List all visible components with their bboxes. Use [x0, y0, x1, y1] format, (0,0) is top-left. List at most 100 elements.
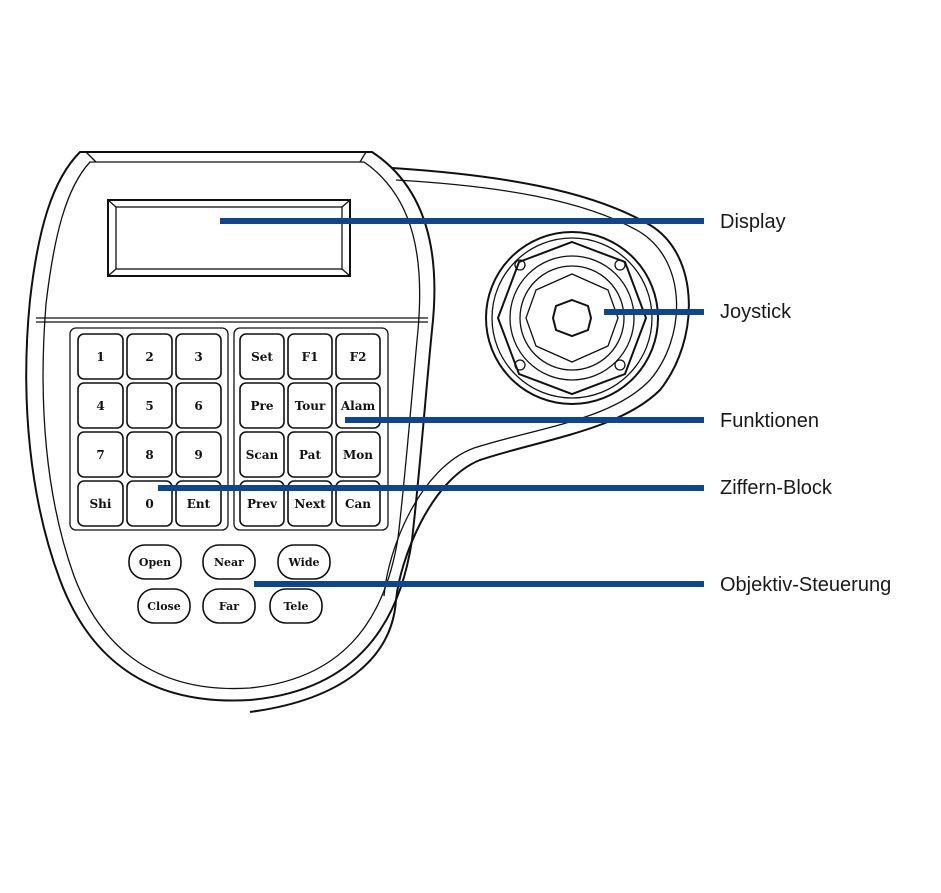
lens-key-close[interactable]: Close — [137, 588, 191, 624]
lens-key-tele[interactable]: Tele — [269, 588, 323, 624]
numeric-key-3-label: 3 — [194, 350, 202, 364]
numeric-key-2[interactable]: 2 — [126, 333, 173, 380]
function-key-set-label: Set — [251, 350, 273, 364]
numeric-key-7-label: 7 — [96, 448, 104, 462]
numeric-keypad-frame — [69, 327, 229, 531]
function-key-prev[interactable]: Prev — [239, 480, 285, 527]
numeric-key-8-label: 8 — [145, 448, 153, 462]
function-key-f2-label: F2 — [350, 350, 367, 364]
numeric-key-2-shape — [126, 333, 173, 380]
numeric-key-9[interactable]: 9 — [175, 431, 222, 478]
lens-key-far-shape — [202, 588, 256, 624]
numeric-key-5-label: 5 — [145, 399, 153, 413]
lens-key-wide-label: Wide — [287, 556, 319, 569]
numeric-key-2-label: 2 — [145, 350, 153, 364]
numeric-key-0-label: 0 — [145, 497, 153, 511]
numeric-key-ent-shape — [175, 480, 222, 527]
numeric-key-6[interactable]: 6 — [175, 382, 222, 429]
numeric-key-ent-label: Ent — [187, 497, 211, 511]
numeric-key-1-label: 1 — [96, 350, 104, 364]
numeric-key-1-shape — [77, 333, 124, 380]
numeric-key-1[interactable]: 1 — [77, 333, 124, 380]
numeric-key-6-shape — [175, 382, 222, 429]
numeric-key-8[interactable]: 8 — [126, 431, 173, 478]
function-key-f1-shape — [287, 333, 333, 380]
display-label: Display — [720, 211, 786, 233]
joystick[interactable] — [485, 231, 659, 405]
lens-key-near-label: Near — [214, 556, 244, 569]
function-key-alam-shape — [335, 382, 381, 429]
function-key-f1[interactable]: F1 — [287, 333, 333, 380]
lcd-display — [107, 199, 351, 277]
function-key-pat-shape — [287, 431, 333, 478]
numeric-key-3-shape — [175, 333, 222, 380]
numeric-key-ent[interactable]: Ent — [175, 480, 222, 527]
lens-key-close-label: Close — [147, 600, 180, 613]
function-key-can-shape — [335, 480, 381, 527]
numeric-key-shi-shape — [77, 480, 124, 527]
numeric-key-4-label: 4 — [96, 399, 104, 413]
funktionen-label: Funktionen — [720, 410, 819, 432]
function-key-scan-shape — [239, 431, 285, 478]
joystick-label: Joystick — [720, 301, 792, 323]
numeric-key-0[interactable]: 0 — [126, 480, 173, 527]
lens-key-near-shape — [202, 544, 256, 580]
numeric-key-shi[interactable]: Shi — [77, 480, 124, 527]
function-key-mon-shape — [335, 431, 381, 478]
function-key-f2-shape — [335, 333, 381, 380]
numeric-key-9-shape — [175, 431, 222, 478]
function-key-prev-shape — [239, 480, 285, 527]
numeric-key-5-shape — [126, 382, 173, 429]
function-key-can[interactable]: Can — [335, 480, 381, 527]
function-key-next-shape — [287, 480, 333, 527]
lens-key-wide[interactable]: Wide — [277, 544, 331, 580]
function-key-pre-label: Pre — [251, 399, 274, 413]
numeric-key-shi-label: Shi — [90, 497, 112, 511]
function-key-pat-label: Pat — [299, 448, 321, 462]
lens-key-tele-label: Tele — [283, 600, 308, 613]
function-key-f1-label: F1 — [302, 350, 319, 364]
numeric-key-7-shape — [77, 431, 124, 478]
lens-key-tele-shape — [269, 588, 323, 624]
function-key-pat[interactable]: Pat — [287, 431, 333, 478]
numeric-key-9-label: 9 — [194, 448, 202, 462]
numeric-key-4[interactable]: 4 — [77, 382, 124, 429]
function-key-prev-label: Prev — [247, 497, 278, 511]
lens-key-open[interactable]: Open — [128, 544, 182, 580]
function-key-tour-shape — [287, 382, 333, 429]
function-key-f2[interactable]: F2 — [335, 333, 381, 380]
controller-body — [25, 151, 690, 713]
numeric-key-3[interactable]: 3 — [175, 333, 222, 380]
function-key-alam-label: Alam — [340, 399, 376, 413]
function-key-tour[interactable]: Tour — [287, 382, 333, 429]
numeric-key-5[interactable]: 5 — [126, 382, 173, 429]
function-key-alam[interactable]: Alam — [335, 382, 381, 429]
numeric-key-8-shape — [126, 431, 173, 478]
lens-key-near[interactable]: Near — [202, 544, 256, 580]
ziffern-block-label: Ziffern-Block — [720, 477, 833, 499]
function-key-scan-label: Scan — [246, 448, 279, 462]
function-key-set[interactable]: Set — [239, 333, 285, 380]
objektiv-steuerung-label: Objektiv-Steuerung — [720, 574, 891, 596]
lens-key-far-label: Far — [219, 600, 239, 613]
lens-key-open-label: Open — [139, 556, 171, 569]
function-key-can-label: Can — [345, 497, 371, 511]
numeric-key-6-label: 6 — [194, 399, 202, 413]
lens-key-open-shape — [128, 544, 182, 580]
lens-key-far[interactable]: Far — [202, 588, 256, 624]
function-key-pre[interactable]: Pre — [239, 382, 285, 429]
numeric-key-0-shape — [126, 480, 173, 527]
function-key-scan[interactable]: Scan — [239, 431, 285, 478]
function-key-mon[interactable]: Mon — [335, 431, 381, 478]
numeric-key-7[interactable]: 7 — [77, 431, 124, 478]
function-key-next[interactable]: Next — [287, 480, 333, 527]
function-key-pre-shape — [239, 382, 285, 429]
numeric-key-4-shape — [77, 382, 124, 429]
lens-key-close-shape — [137, 588, 191, 624]
function-keypad-frame — [233, 327, 389, 531]
function-key-set-shape — [239, 333, 285, 380]
